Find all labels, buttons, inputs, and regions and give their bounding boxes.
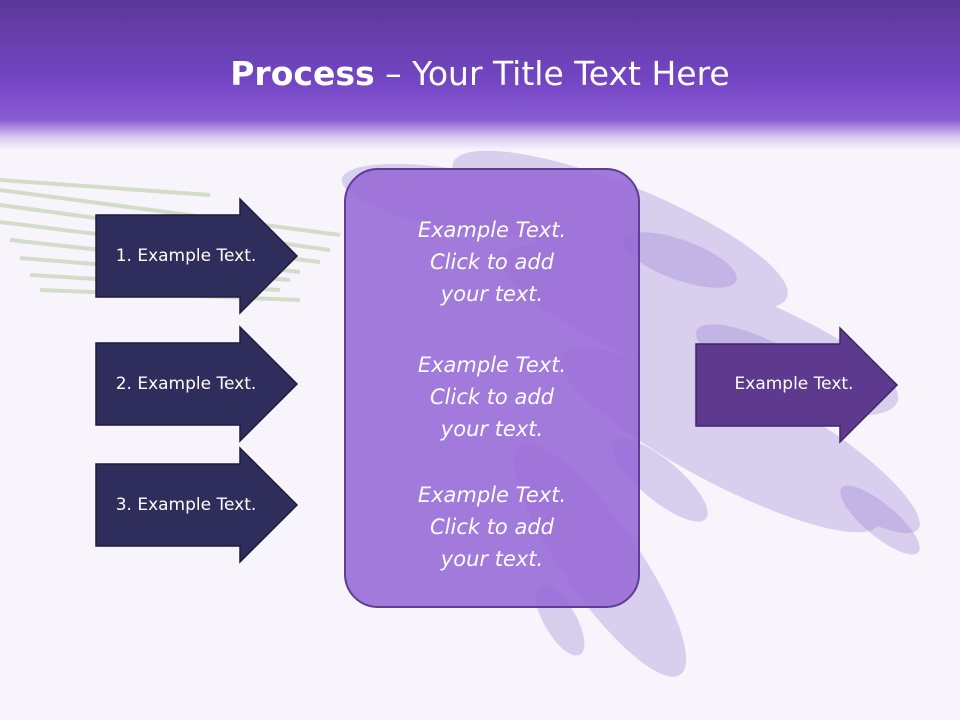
arrow-shape-icon bbox=[95, 446, 299, 564]
arrow-shape-icon bbox=[95, 325, 299, 443]
left-arrow-1-label: 1. Example Text. bbox=[115, 246, 257, 266]
arrow-shape-icon bbox=[695, 326, 899, 444]
center-text-box[interactable]: Example Text. Click to add your text. Ex… bbox=[344, 168, 640, 608]
center-line: your text. bbox=[440, 282, 544, 306]
center-line: Click to add bbox=[429, 385, 554, 409]
center-text-block-2: Example Text. Click to add your text. bbox=[346, 349, 638, 445]
center-line: your text. bbox=[440, 417, 544, 441]
right-arrow-label: Example Text. bbox=[734, 374, 854, 394]
left-arrow-3[interactable]: 3. Example Text. bbox=[94, 446, 300, 564]
left-arrow-2-label: 2. Example Text. bbox=[115, 374, 257, 394]
right-arrow[interactable]: Example Text. bbox=[694, 326, 900, 444]
center-line: Click to add bbox=[429, 250, 554, 274]
center-line: Example Text. bbox=[417, 483, 567, 507]
center-text-block-3: Example Text. Click to add your text. bbox=[346, 479, 638, 575]
title-dash: – bbox=[374, 54, 413, 93]
center-line: Example Text. bbox=[417, 218, 567, 242]
title-rest: Your Title Text Here bbox=[412, 54, 730, 93]
center-text-block-1: Example Text. Click to add your text. bbox=[346, 214, 638, 310]
slide-title[interactable]: Process – Your Title Text Here bbox=[0, 52, 960, 96]
left-arrow-1[interactable]: 1. Example Text. bbox=[94, 197, 300, 315]
left-arrow-3-label: 3. Example Text. bbox=[115, 495, 257, 515]
left-arrow-2[interactable]: 2. Example Text. bbox=[94, 325, 300, 443]
header-band bbox=[0, 0, 960, 150]
center-line: Click to add bbox=[429, 515, 554, 539]
title-bold-word: Process bbox=[230, 54, 375, 93]
center-line: your text. bbox=[440, 547, 544, 571]
arrow-shape-icon bbox=[95, 197, 299, 315]
center-line: Example Text. bbox=[417, 353, 567, 377]
